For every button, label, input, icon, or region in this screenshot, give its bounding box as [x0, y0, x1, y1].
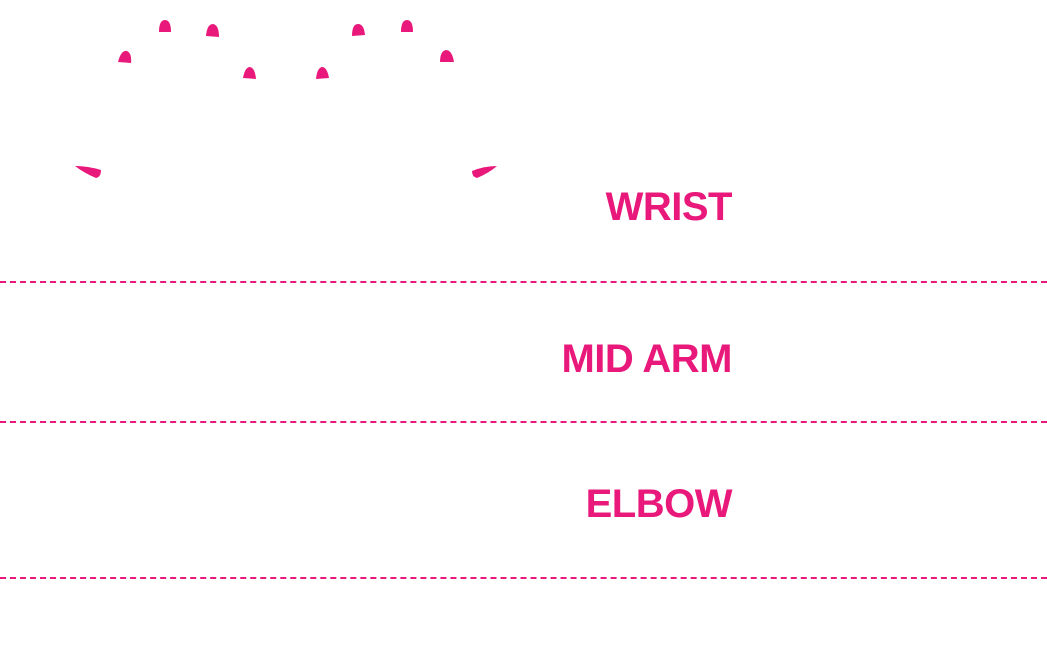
petal-mark [316, 67, 329, 79]
dashed-divider [0, 281, 1047, 283]
petal-mark [243, 67, 256, 79]
label-elbow: ELBOW [585, 482, 733, 526]
petal-mark [472, 166, 497, 178]
dashed-divider [0, 421, 1047, 423]
petal-mark [75, 166, 101, 178]
petal-mark [118, 50, 132, 63]
label-wrist: WRIST [605, 185, 733, 229]
petal-mark [206, 24, 219, 37]
petal-mark [159, 20, 171, 32]
decorative-marks [75, 20, 497, 178]
petal-mark [352, 24, 365, 36]
petal-mark [401, 20, 413, 32]
petal-mark [440, 50, 454, 62]
dashed-divider [0, 577, 1047, 579]
label-mid-arm: MID ARM [561, 337, 732, 381]
